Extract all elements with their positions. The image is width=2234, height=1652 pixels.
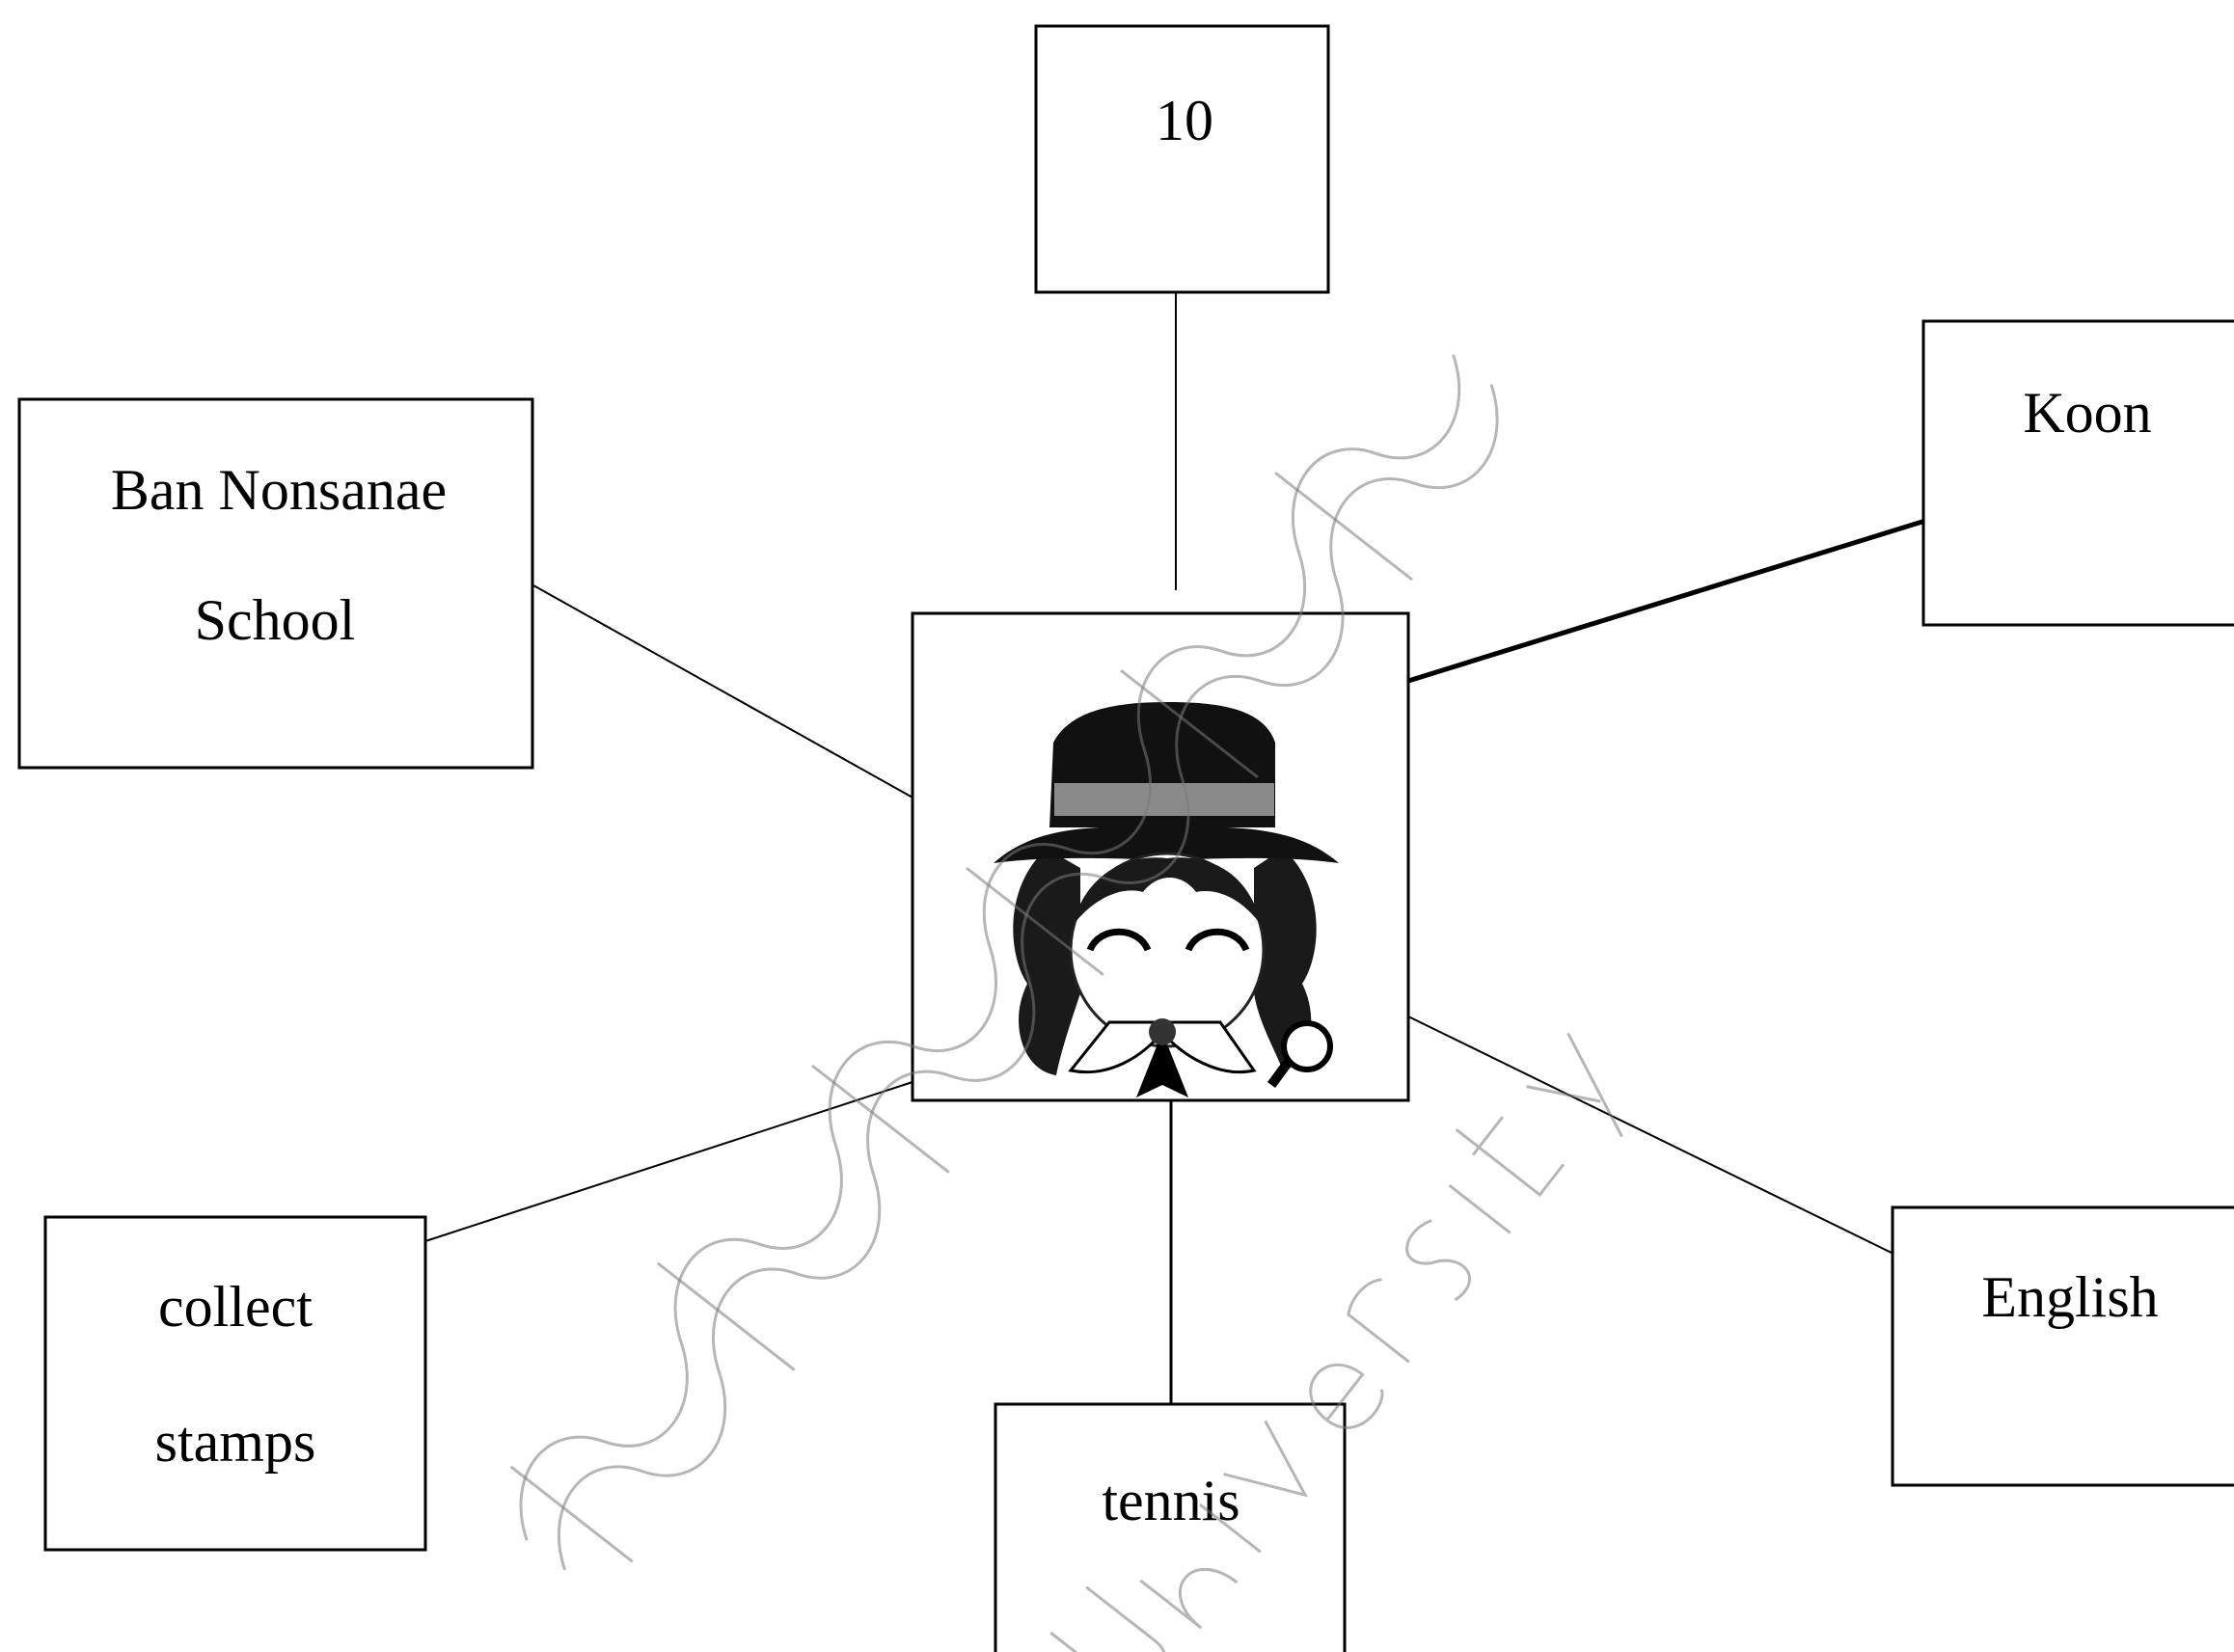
node-age-text-1: 10 [1156,89,1213,152]
hair-right [1254,849,1317,1070]
node-subject: English [1891,1205,2234,1487]
node-hobby-text-1: collect [158,1275,313,1339]
girl-illustration [994,702,1339,1097]
university-watermark [509,354,1623,1652]
tie [1136,1032,1188,1097]
node-sport: tennis [994,1402,1347,1652]
tie-knot [1149,1018,1176,1045]
node-subject-text-1: English [1981,1265,2158,1329]
eye-right [1185,928,1250,952]
node-sport-box [994,1402,1347,1652]
hat-brim [994,826,1339,863]
node-hobby-box [43,1215,427,1552]
node-subject-box [1891,1205,2234,1487]
bangs [1073,857,1262,926]
magnifier-lens [1281,1020,1333,1072]
node-school-box [17,397,534,770]
eye-left [1086,928,1152,952]
node-name: Koon [1921,319,2234,627]
connector-name [1407,518,1926,684]
node-hobby-text-2: stamps [155,1410,316,1474]
central-picture [911,611,1410,1102]
node-school-text-1: Ban Nonsanae [111,458,447,522]
magnifier-handle [1267,1060,1293,1088]
node-name-text-1: Koon [2023,381,2151,445]
node-school-text-2: School [195,588,356,652]
node-hobby: collect stamps [43,1215,427,1552]
hat-band [1054,783,1274,816]
connector-school [532,584,915,799]
node-name-box [1921,319,2234,627]
node-sport-text-1: tennis [1102,1469,1240,1532]
connector-subject [1407,1016,1894,1255]
node-age: 10 [1034,24,1330,294]
node-age-box [1034,24,1330,294]
connectors [424,292,1926,1404]
node-school: Ban Nonsanae School [17,397,534,770]
connector-hobby [424,1081,913,1242]
